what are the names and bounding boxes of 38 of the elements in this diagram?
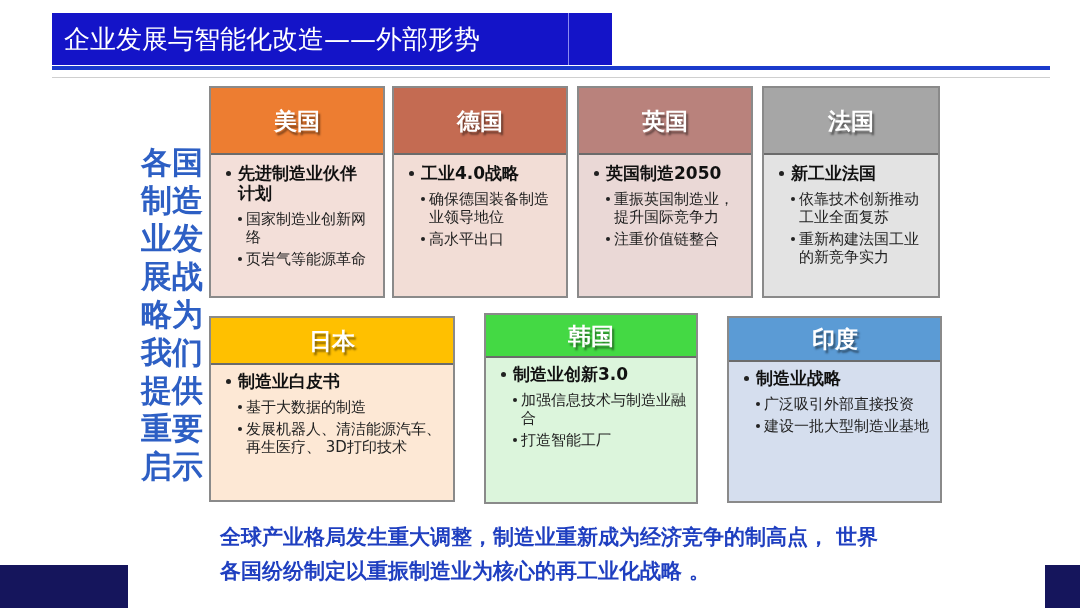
sub-bullet-text: 重振英国制造业，提升国际竞争力 [614,190,735,226]
sub-bullet-text: 基于大数据的制造 [246,398,367,416]
sub-bullet-text: 注重价值链整合 [614,230,720,248]
country-card [727,316,942,503]
card-header: 英国 [579,88,751,155]
card-header: 美国 [211,88,383,155]
country-card [762,86,940,298]
sub-bullet-text: 确保德国装备制造业领导地位 [429,190,550,226]
sub-bullet-text: 国家制造业创新网络 [246,210,367,246]
bullet-text: 制造业创新3.0 [513,364,630,384]
caption-text: 全球产业格局发生重大调整，制造业重新成为经济竞争的制高点， 世界各国纷纷制定以重振制造业为核心的再工业化战略 。 [220,524,880,585]
bullet-text: 工业4.0战略 [421,163,521,183]
bullet-text: 制造业战略 [756,368,842,388]
bullet-text: 英国制造2050 [606,163,723,183]
card-header: 韩国 [486,315,696,358]
bullet-text: 先进制造业伙伴计划 [238,163,358,203]
bullet-text: 制造业白皮书 [238,371,341,391]
bullet-text: 新工业法国 [791,163,877,183]
side-heading: 各国制造业发展战略为我们提供重要启示 [141,143,204,485]
country-card [209,316,455,502]
sub-bullet-text: 发展机器人、清洁能源汽车、再生医疗、 3D打印技术 [246,420,441,456]
country-card [577,86,753,298]
sub-bullet-text: 加强信息技术与制造业融合 [521,391,687,427]
sub-bullet-text: 广泛吸引外部直接投资 [764,395,915,413]
sub-bullet-text: 打造智能工厂 [521,431,612,449]
sub-bullet-text: 重新构建法国工业的新竞争实力 [799,230,920,266]
sub-bullet-text: 页岩气等能源革命 [246,250,367,268]
sub-bullet-text: 建设一批大型制造业基地 [764,417,930,435]
card-header: 日本 [211,318,453,365]
card-header: 德国 [394,88,566,155]
card-header: 印度 [729,318,940,362]
country-card [484,313,698,504]
country-card [392,86,568,298]
country-card [209,86,385,298]
slide-title: 企业发展与智能化改造——外部形势 [64,23,480,56]
sub-bullet-text: 依靠技术创新推动工业全面复苏 [799,190,920,226]
sub-bullet-text: 高水平出口 [429,230,505,248]
card-header: 法国 [764,88,938,155]
